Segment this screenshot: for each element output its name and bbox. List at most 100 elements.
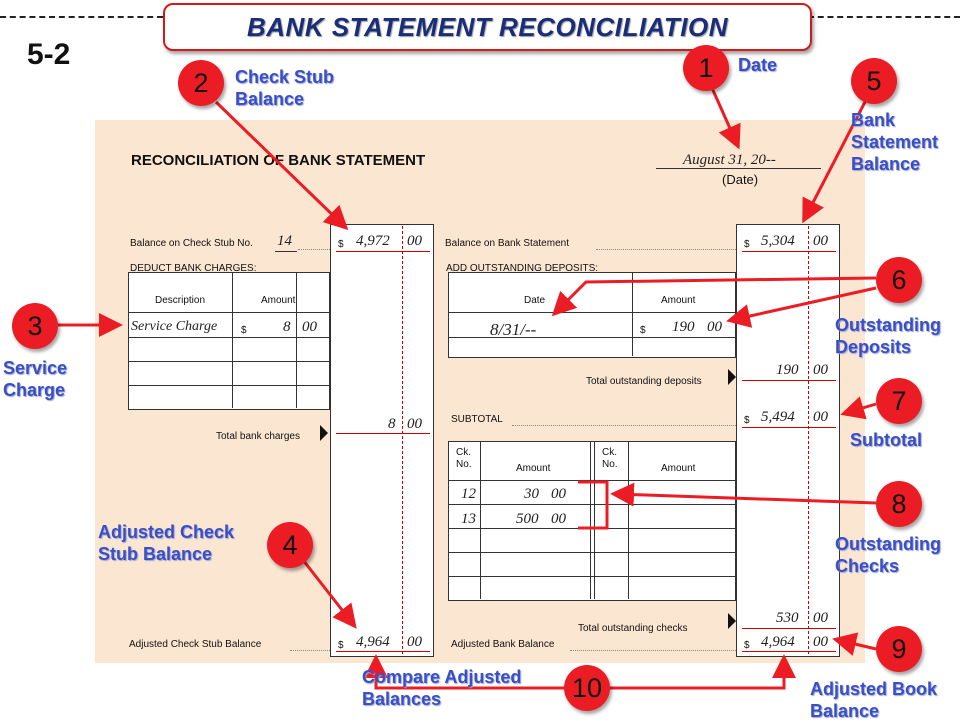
date-label: (Date) (722, 172, 759, 187)
col-description: Description (155, 295, 206, 306)
bank-balance-dollar: $ (744, 239, 750, 250)
callout-badge-6: 6 (876, 257, 922, 303)
subtotal-amount: 5,494 (761, 409, 795, 425)
callout-label-5: Bank Statement Balance (851, 110, 939, 174)
adjusted-stub-label: Adjusted Check Stub Balance (129, 639, 262, 650)
callout-label-4: Adjusted Check Stub Balance (98, 522, 235, 564)
total-deposits-rule (742, 380, 836, 381)
adjusted-bank-dollar: $ (744, 640, 750, 651)
subtotal-cents: 00 (813, 409, 828, 425)
col-amount-left: Amount (261, 295, 296, 306)
left-amount-column (330, 224, 434, 657)
adjusted-stub-leader (290, 650, 330, 651)
date-underline (656, 168, 821, 169)
callout-label-10: Compare Adjusted Balances (362, 667, 522, 709)
checks-vline4 (628, 441, 629, 599)
arrow-9-adjusted-bank (832, 632, 877, 656)
check-stub-amount: 4,972 (356, 233, 390, 249)
callout-badge-9: 9 (876, 626, 922, 672)
callout-badge-10: 10 (564, 665, 610, 711)
bank-balance-cents: 00 (813, 233, 828, 249)
charge-cents: 00 (302, 319, 317, 335)
left-cents-divider (402, 226, 403, 654)
bank-balance-amount: 5,304 (761, 233, 795, 249)
charge-amount: 8 (283, 319, 291, 335)
total-charges-rule (336, 433, 430, 434)
col-ck-no-2: Ck. No. (602, 447, 618, 470)
bank-charges-row1-rule (128, 337, 329, 338)
slide-number: 5-2 (27, 38, 71, 71)
bank-balance-leader (596, 249, 736, 250)
callout-badge-4: 4 (267, 522, 313, 568)
col-date: Date (524, 295, 546, 306)
total-checks-label: Total outstanding checks (578, 623, 688, 634)
arrow-4-adjusted-stub (301, 559, 357, 629)
total-charges-label: Total bank charges (216, 431, 300, 442)
col-ck-no-1: Ck. No. (456, 447, 472, 470)
title-banner: BANK STATEMENT RECONCILIATION (163, 3, 812, 51)
callout-label-2: Check Stub Balance (235, 67, 335, 109)
callout-label-3: Service Charge (3, 358, 68, 400)
total-checks-pointer (728, 613, 736, 629)
adjusted-bank-leader (570, 650, 736, 651)
check-2-amount: 500 (516, 511, 539, 527)
total-charges-amount: 8 (388, 416, 396, 432)
total-deposits-label: Total outstanding deposits (586, 376, 702, 387)
check-stub-dollar: $ (338, 239, 344, 250)
right-cents-divider (808, 226, 809, 654)
callout-label-8: Outstanding Checks (835, 534, 941, 576)
bank-charges-row3-rule (128, 385, 329, 386)
arrow-8-checks (610, 482, 877, 507)
arrow-1-date (710, 87, 741, 150)
checks-row4-rule (448, 576, 735, 577)
arrow-6b-deposit-amount (726, 286, 877, 328)
bracket-8-checks (578, 480, 609, 530)
callout-badge-8: 8 (876, 481, 922, 527)
adjusted-stub-amount: 4,964 (356, 634, 390, 650)
callout-badge-2: 2 (178, 60, 224, 106)
adjusted-stub-rule (336, 651, 430, 652)
check-1-amount: 30 (524, 486, 539, 502)
adjusted-bank-label: Adjusted Bank Balance (451, 639, 555, 650)
adjusted-stub-cents: 00 (407, 634, 422, 650)
callout-badge-3: 3 (12, 303, 58, 349)
callout-label-1: Date (738, 55, 778, 75)
bank-charges-row2-rule (128, 361, 329, 362)
charge-dollar: $ (241, 325, 247, 336)
subtotal-leader (512, 425, 736, 426)
right-amount-column (736, 224, 840, 657)
deduct-label: DEDUCT BANK CHARGES: (130, 263, 257, 274)
check-2-cents: 00 (551, 511, 566, 527)
total-deposits-pointer (728, 369, 736, 385)
deposits-vline1 (632, 272, 633, 356)
checks-vline3 (594, 441, 595, 599)
col-ck-amount-2: Amount (661, 463, 696, 474)
header-dash-left (0, 16, 163, 18)
callout-badge-1: 1 (683, 45, 729, 91)
subtotal-dollar: $ (744, 415, 750, 426)
subtotal-label: SUBTOTAL (451, 414, 503, 425)
callout-badge-5: 5 (851, 58, 897, 104)
col-ck-amount-1: Amount (516, 463, 551, 474)
check-stub-no-underline (275, 251, 297, 252)
col-amount-deposits: Amount (661, 295, 696, 306)
checks-row1-rule (448, 504, 735, 505)
bank-charges-vline2 (296, 272, 297, 408)
deposit-dollar: $ (640, 325, 646, 336)
check-stub-leader (298, 249, 330, 250)
checks-row3-rule (448, 552, 735, 553)
callout-label-9: Adjusted Book Balance (810, 679, 938, 721)
callout-label-7: Subtotal (850, 430, 922, 450)
header-dash-right (808, 16, 960, 18)
deposit-amount: 190 (672, 319, 695, 335)
check-stub-label: Balance on Check Stub No. (130, 238, 253, 249)
total-deposits-amount: 190 (776, 362, 799, 378)
callout-badge-7: 7 (876, 378, 922, 424)
check-1-cents: 00 (551, 486, 566, 502)
checks-table (448, 441, 736, 601)
banner-title: BANK STATEMENT RECONCILIATION (246, 11, 729, 42)
checks-vline1 (480, 441, 481, 599)
deposits-table (448, 272, 736, 358)
bank-charges-vline1 (232, 272, 233, 408)
